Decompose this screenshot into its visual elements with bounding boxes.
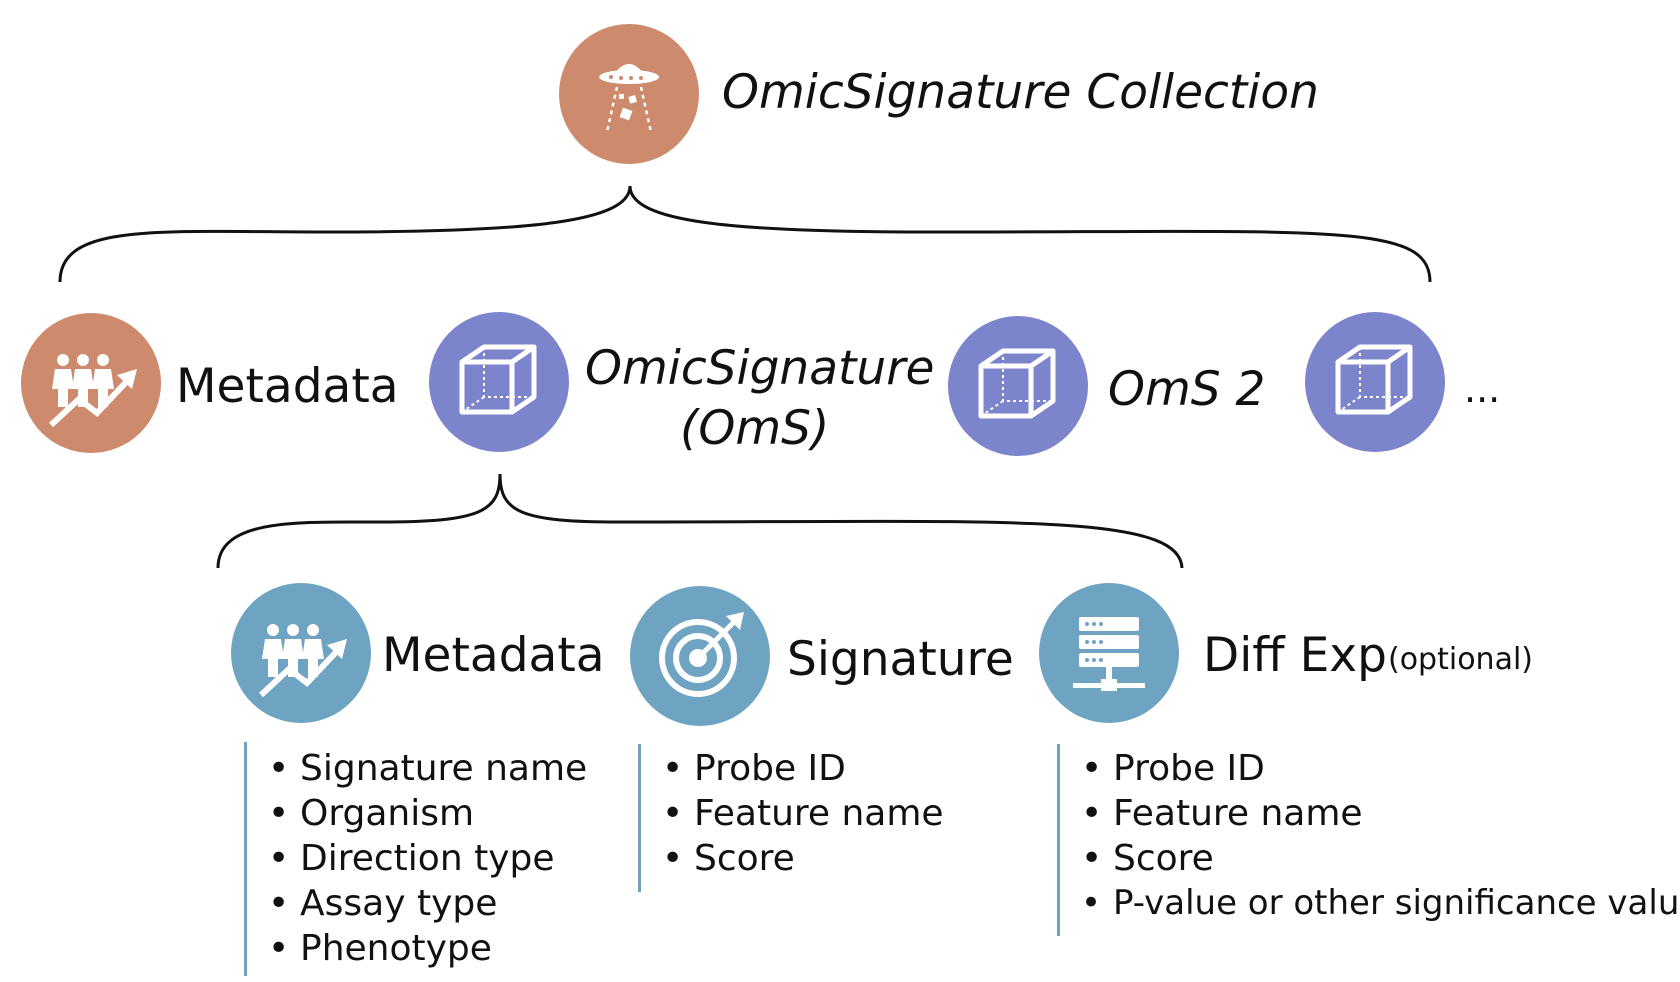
l3-diffexp-label: Diff Exp bbox=[1203, 628, 1387, 683]
list-item: •Signature name bbox=[268, 748, 588, 789]
target-icon bbox=[659, 612, 744, 697]
l3-diffexp-circle bbox=[1039, 583, 1179, 723]
collection-node-circle bbox=[559, 24, 699, 164]
oms2-node-circle bbox=[948, 316, 1088, 456]
list-item: •Organism bbox=[268, 793, 475, 834]
signature-items-list: •Probe ID •Feature name •Score bbox=[662, 746, 944, 881]
list-item: •Score bbox=[662, 838, 795, 879]
metadata-label-l2: Metadata bbox=[176, 359, 399, 414]
l3-metadata-circle bbox=[231, 583, 371, 723]
omsn-node-circle bbox=[1305, 312, 1445, 452]
ellipsis-label: ... bbox=[1464, 367, 1501, 411]
server-icon bbox=[1073, 617, 1145, 691]
people-chart-icon bbox=[48, 354, 137, 428]
list-item: •Feature name bbox=[662, 793, 944, 834]
list-item: •Score bbox=[1081, 838, 1214, 879]
oms-node-circle bbox=[429, 312, 569, 452]
signature-list-rule bbox=[638, 744, 641, 892]
l3-signature-label: Signature bbox=[787, 632, 1014, 687]
list-item: •Probe ID bbox=[662, 748, 846, 789]
list-item: •Assay type bbox=[268, 883, 498, 924]
metadata-items-list: •Signature name •Organism •Direction typ… bbox=[268, 746, 587, 971]
list-item: •Feature name bbox=[1081, 793, 1363, 834]
oms-label-line1: OmicSignature bbox=[585, 341, 935, 396]
metadata-node-circle bbox=[21, 313, 161, 453]
cube-icon bbox=[1335, 344, 1413, 415]
l3-diffexp-note: (optional) bbox=[1388, 642, 1533, 677]
metadata-list-rule bbox=[244, 742, 247, 976]
people-chart-icon bbox=[258, 624, 347, 698]
list-item: •Direction type bbox=[268, 838, 555, 879]
oms-label-line2: (OmS) bbox=[680, 401, 830, 456]
diffexp-list-rule bbox=[1057, 744, 1060, 936]
cube-icon bbox=[459, 344, 537, 415]
list-item: •Phenotype bbox=[268, 928, 492, 969]
oms2-label: OmS 2 bbox=[1108, 362, 1266, 417]
list-item: •P-value or other significance value bbox=[1081, 883, 1680, 923]
l3-metadata-label: Metadata bbox=[382, 628, 605, 683]
l3-signature-circle bbox=[630, 586, 770, 726]
ufo-icon bbox=[599, 64, 659, 133]
collection-title: OmicSignature Collection bbox=[722, 65, 1319, 120]
top-brace bbox=[58, 185, 1432, 283]
diffexp-items-list: •Probe ID •Feature name •Score •P-value … bbox=[1081, 746, 1680, 926]
cube-icon bbox=[978, 348, 1056, 419]
mid-brace bbox=[216, 473, 1184, 569]
list-item: •Probe ID bbox=[1081, 748, 1265, 789]
